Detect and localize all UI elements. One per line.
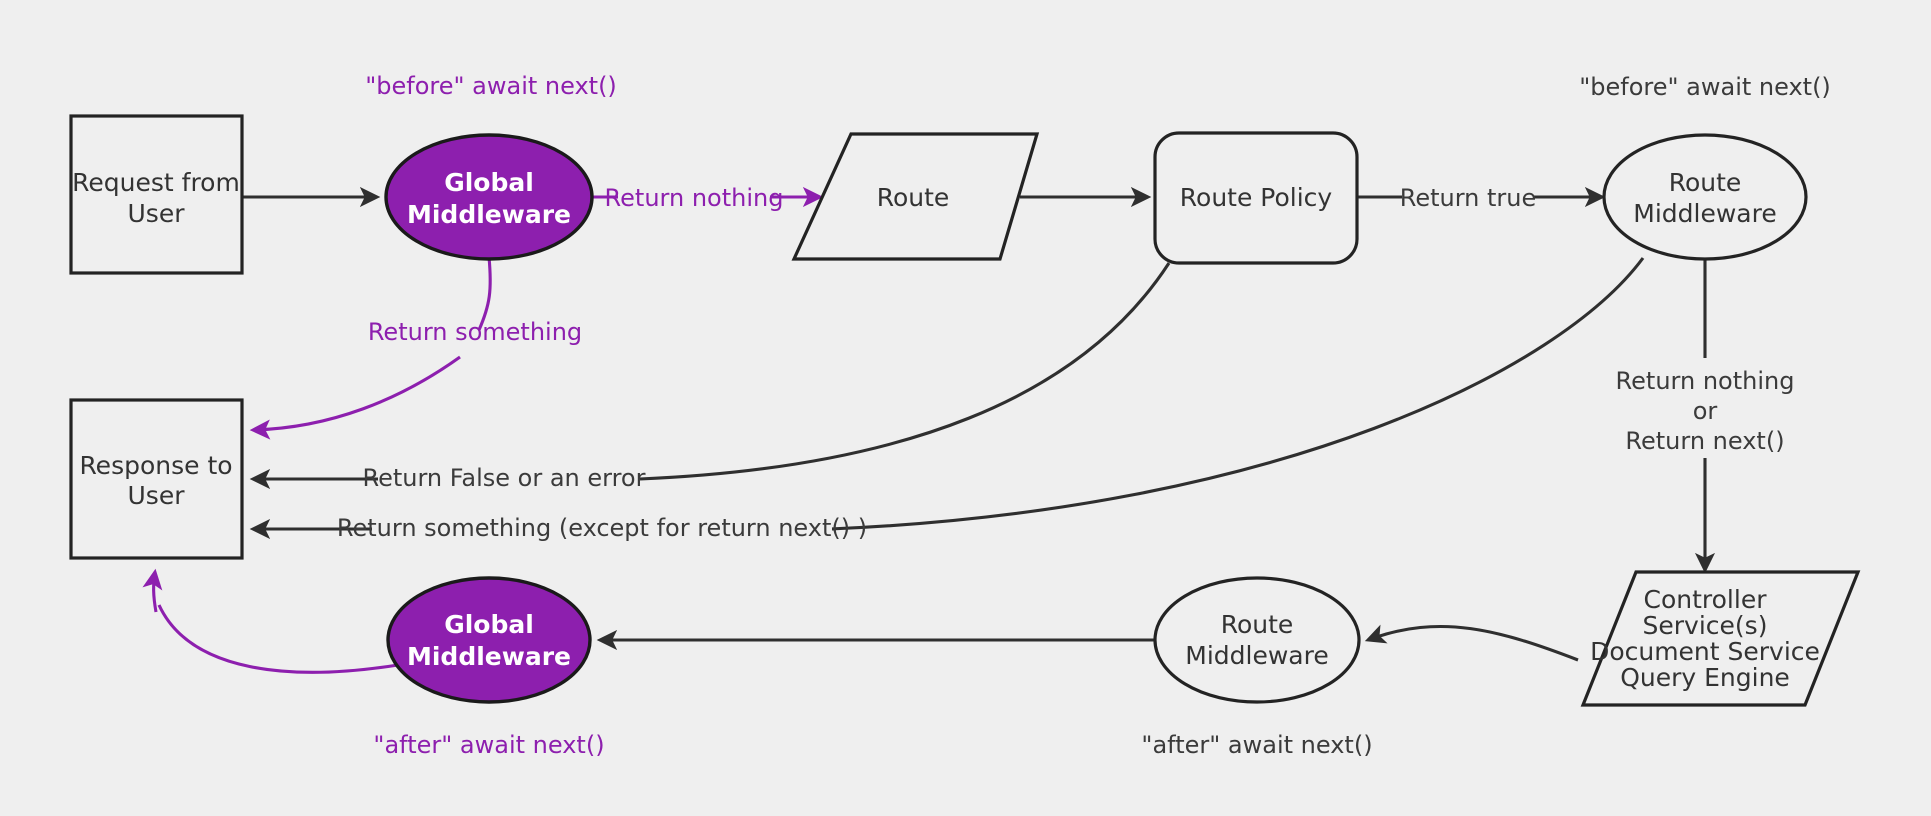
edge-label-return-true: Return true bbox=[1400, 184, 1537, 212]
node-route-policy-label: Route Policy bbox=[1180, 183, 1333, 212]
edge-global-middleware-to-route: Return nothing bbox=[592, 184, 824, 212]
edge-label-return-nothing-line3: Return next() bbox=[1625, 427, 1784, 455]
node-controller-label-line1: Controller bbox=[1644, 585, 1768, 614]
node-global-middleware-before-label-line2: Middleware bbox=[407, 200, 571, 229]
node-route-middleware-before[interactable]: Route Middleware bbox=[1602, 133, 1808, 261]
edge-global-middleware-after-to-response bbox=[142, 568, 399, 674]
note-before-route-middleware: "before" await next() bbox=[1579, 73, 1831, 101]
node-global-middleware-before[interactable]: Global Middleware bbox=[384, 133, 594, 261]
node-request-from-user[interactable]: Request from User bbox=[69, 114, 244, 275]
node-route[interactable]: Route bbox=[791, 132, 1040, 261]
note-before-global-middleware: "before" await next() bbox=[365, 72, 617, 100]
node-request-label-line2: User bbox=[128, 199, 186, 228]
node-request-label-line1: Request from bbox=[72, 168, 240, 197]
node-controller-label-line4: Query Engine bbox=[1620, 663, 1790, 692]
node-response-to-user[interactable]: Response to User bbox=[69, 398, 244, 560]
edge-label-return-nothing: Return nothing bbox=[605, 184, 784, 212]
edge-label-return-something: Return something bbox=[368, 318, 582, 346]
note-after-route-middleware: "after" await next() bbox=[1141, 731, 1372, 759]
node-global-middleware-after-label-line1: Global bbox=[444, 610, 534, 639]
edge-route-middleware-to-controller: Return nothing or Return next() bbox=[1616, 258, 1795, 574]
node-global-middleware-after-label-line2: Middleware bbox=[407, 642, 571, 671]
node-controller-label-line3: Document Service bbox=[1590, 637, 1820, 666]
node-controller-label-line2: Service(s) bbox=[1643, 611, 1768, 640]
node-route-label: Route bbox=[877, 183, 950, 212]
edge-route-policy-to-response: Return False or an error bbox=[249, 262, 1171, 495]
node-response-label-line2: User bbox=[128, 481, 186, 510]
edge-label-return-nothing-line2: or bbox=[1693, 397, 1718, 425]
node-controller-services[interactable]: Controller Service(s) Document Service Q… bbox=[1580, 570, 1861, 707]
node-route-middleware-after-label-line2: Middleware bbox=[1185, 641, 1328, 670]
node-route-middleware-before-label-line2: Middleware bbox=[1633, 199, 1776, 228]
edge-label-return-false-or-error: Return False or an error bbox=[363, 464, 646, 492]
node-route-middleware-after[interactable]: Route Middleware bbox=[1153, 576, 1361, 704]
edge-global-middleware-to-response: Return something bbox=[249, 256, 582, 440]
edge-label-return-nothing-line1: Return nothing bbox=[1616, 367, 1795, 395]
node-global-middleware-after[interactable]: Global Middleware bbox=[386, 576, 592, 704]
node-route-policy[interactable]: Route Policy bbox=[1153, 131, 1359, 265]
node-route-middleware-after-label-line1: Route bbox=[1221, 610, 1294, 639]
node-route-middleware-before-label-line1: Route bbox=[1669, 168, 1742, 197]
node-response-label-line1: Response to bbox=[79, 451, 232, 480]
edge-label-return-something-except: Return something (except for return next… bbox=[337, 514, 867, 542]
note-after-global-middleware: "after" await next() bbox=[373, 731, 604, 759]
edge-controller-to-route-middleware-after bbox=[1364, 624, 1579, 662]
edge-route-policy-to-route-middleware: Return true bbox=[1357, 184, 1606, 212]
edge-route-middleware-to-response: Return something (except for return next… bbox=[249, 257, 1645, 545]
node-global-middleware-before-label-line1: Global bbox=[444, 168, 534, 197]
